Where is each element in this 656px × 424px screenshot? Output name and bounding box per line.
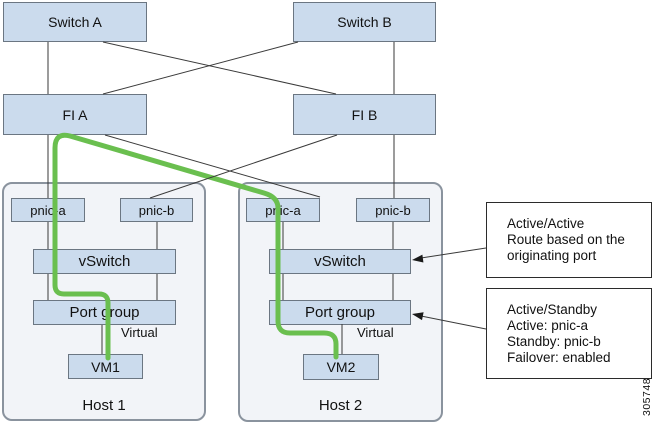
host1-vswitch-node: vSwitch: [33, 249, 176, 274]
switch-b-node: Switch B: [293, 2, 436, 42]
host1-port-group-node: Port group: [33, 300, 176, 325]
callout-line: originating port: [507, 248, 597, 263]
link-switcha-fib: [102, 41, 337, 95]
host2-vm2-node: VM2: [303, 354, 379, 380]
callout-line: Active/Standby: [507, 301, 598, 317]
host2-virtual-label: Virtual: [357, 325, 394, 340]
switch-a-node: Switch A: [3, 2, 147, 42]
callout-line: Active: pnic-a: [507, 317, 589, 333]
host-2-label: Host 2: [318, 397, 363, 414]
link-switchb-fia: [102, 41, 299, 95]
callout-line: Route based on the: [507, 232, 625, 247]
host1-vm1-node: VM1: [68, 354, 143, 379]
host2-pnic-b-node: pnic-b: [356, 198, 430, 222]
callout-active-standby: Active/Standby Active: pnic-a Standby: p…: [486, 288, 652, 379]
callout-active-active: Active/Active Route based on the origina…: [486, 202, 652, 278]
host1-pnic-b-node: pnic-b: [120, 198, 193, 222]
fi-a-node: FI A: [3, 94, 147, 135]
host1-virtual-label: Virtual: [121, 325, 158, 340]
host-1-label: Host 1: [82, 397, 126, 414]
callout-line: Failover: enabled: [507, 349, 611, 365]
host2-port-group-node: Port group: [269, 300, 411, 325]
fi-b-node: FI B: [293, 94, 436, 135]
figure-number: 305748: [641, 377, 653, 416]
callout-line: Active/Active: [507, 216, 585, 231]
callout-line: Standby: pnic-b: [507, 333, 601, 349]
host1-pnic-a-node: pnic-a: [11, 198, 85, 222]
host2-pnic-a-node: pnic-a: [246, 198, 320, 222]
host2-vswitch-node: vSwitch: [269, 249, 411, 274]
